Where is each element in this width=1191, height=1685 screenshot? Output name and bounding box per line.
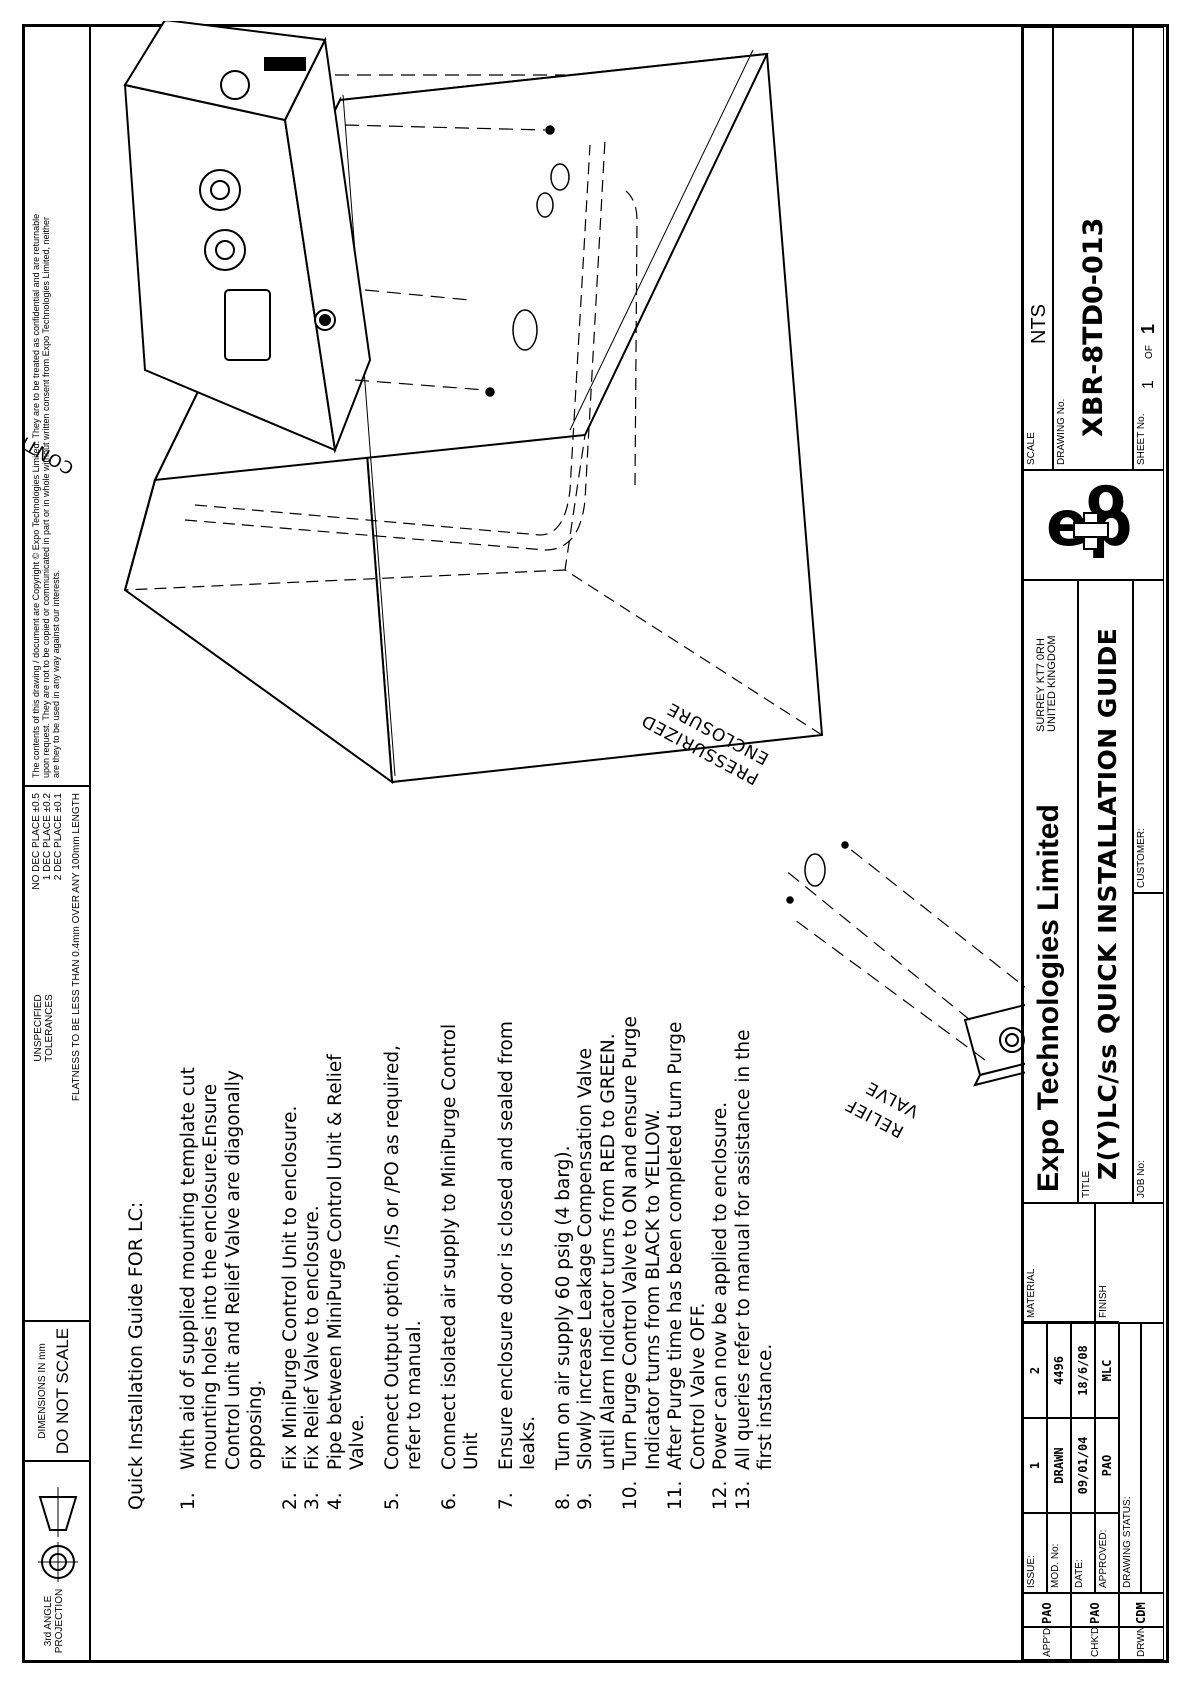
date-label: DATE: (1074, 1559, 1085, 1588)
job-label: JOB No: (1136, 1160, 1147, 1198)
role-appd: APP'D (1023, 1627, 1071, 1660)
revision-date-cell: 18/6/08 (1071, 1323, 1095, 1418)
scale-label: SCALE (1026, 432, 1037, 465)
role-drwn: DRWN (1119, 1626, 1164, 1660)
drawing-number: XBR-8TD0-013 (1078, 217, 1109, 437)
sheet-number: 1 (1140, 380, 1157, 389)
revision-mod: DRAWN (1052, 1447, 1066, 1484)
revision-approved-cell: PAO (1095, 1418, 1119, 1513)
enclosure-hidden-lines (124, 139, 823, 783)
revision-approved: MLC (1100, 1359, 1114, 1382)
revision-date: 09/01/04 (1076, 1436, 1090, 1495)
scale-value: NTS (1028, 304, 1050, 344)
revision-approved: PAO (1100, 1454, 1114, 1477)
company-cell: Expo Technologies Limited SURREY KT7 0RH… (1023, 580, 1078, 1203)
isometric-drawing: CONTROL UNIT RELIEF VALVE PRESSURIZED EN… (25, 21, 1025, 1141)
of-label: OF (1144, 345, 1155, 359)
role-chkd-initials: PAO (1071, 1593, 1119, 1627)
enclosure-holes (485, 125, 570, 397)
title-cell: TITLE Z(Y)LC/ss QUICK INSTALLATION GUIDE (1078, 580, 1133, 1203)
mod-label: MOD. No: (1050, 1543, 1061, 1588)
approved-label: APPROVED: (1098, 1529, 1109, 1588)
revision-issue: 1 (1028, 1461, 1042, 1470)
scale-cell: SCALE NTS (1023, 27, 1053, 470)
control-unit-label: CONTROL UNIT (25, 390, 78, 478)
company-name: Expo Technologies Limited (1032, 804, 1065, 1192)
expo-logo-icon: ep o (1046, 463, 1132, 560)
sheet-label: SHEET No. (1136, 413, 1147, 466)
revision-issue: 2 (1028, 1366, 1042, 1375)
relief-valve-drawing (963, 998, 1025, 1087)
revision-issue-cell: 1 (1023, 1418, 1047, 1513)
projection-cell: 3rd ANGLE PROJECTION (25, 1460, 89, 1660)
control-unit-drawing (123, 21, 372, 454)
logo-cell: ep o (1023, 463, 1164, 580)
role-chkd: CHK'D (1071, 1627, 1119, 1660)
issue-label: ISSUE: (1026, 1555, 1037, 1588)
revision-issue-cell: 2 (1023, 1323, 1047, 1418)
role-drwn-initials: CDM (1119, 1593, 1164, 1627)
relief-valve-leaders (784, 844, 1025, 1061)
drawing-status-label: DRAWING STATUS: (1122, 1496, 1133, 1588)
drawing-no-label: DRAWING No. (1056, 398, 1067, 465)
header-strip: 3rd ANGLE PROJECTION DIMENSIONS IN mm DO… (25, 27, 91, 1660)
sheet-total: 1 (1138, 323, 1158, 334)
revision-approved-cell: MLC (1095, 1323, 1119, 1418)
role-appd-initials: PAO (1023, 1593, 1071, 1627)
revision-mod-cell: 4496 (1047, 1323, 1071, 1418)
customer-label: CUSTOMER: (1136, 828, 1147, 888)
finish-label: FINISH (1098, 1285, 1109, 1318)
sheet-cell: SHEET No. 1 OF 1 (1133, 27, 1164, 470)
drawing-title: Z(Y)LC/ss QUICK INSTALLATION GUIDE (1093, 627, 1122, 1180)
drawing-frame: 3rd ANGLE PROJECTION DIMENSIONS IN mm DO… (22, 21, 1169, 1663)
material-label: MATERIAL (1026, 1268, 1037, 1318)
revision-date: 18/6/08 (1076, 1345, 1090, 1396)
title-label: TITLE (1081, 1170, 1092, 1198)
revision-date-cell: 09/01/04 (1071, 1418, 1095, 1513)
revision-mod-cell: DRAWN (1047, 1418, 1071, 1513)
status-row-blank (1141, 1323, 1164, 1593)
relief-valve-holes (786, 841, 849, 904)
address-line-2: UNITED KINGDOM (1046, 635, 1058, 732)
revision-mod: 4496 (1052, 1356, 1066, 1385)
drawing-no-cell: DRAWING No. XBR-8TD0-013 (1053, 27, 1133, 470)
control-unit-leaders (335, 74, 565, 391)
title-block: APP'D PAO CHK'D PAO DRWN CDM ISSUE: MOD.… (1021, 27, 1166, 1660)
third-angle-projection-icon (38, 1487, 78, 1582)
